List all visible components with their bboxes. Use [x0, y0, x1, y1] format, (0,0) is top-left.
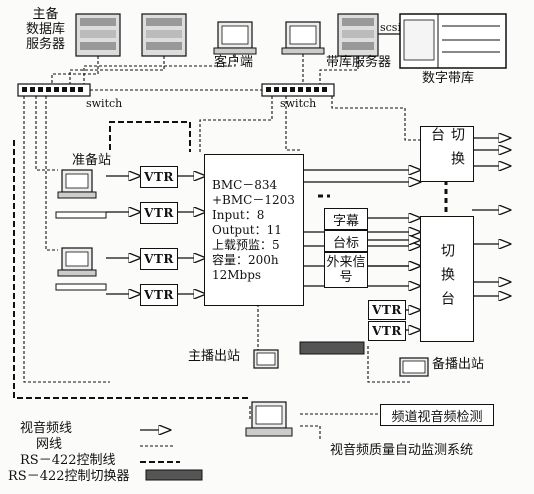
vtr-box-2: VTR — [140, 202, 178, 224]
bmc-line-1: BMC－834 — [212, 178, 278, 192]
switch-right-label: switch — [280, 97, 317, 110]
channel-monitor-box: 频道视音频检测 — [380, 404, 494, 426]
lower-switcher-label: 切换台 — [439, 243, 455, 315]
scsi-label: scsi — [380, 21, 401, 34]
bmc-line-6: 容量：200h — [212, 253, 279, 267]
station-logo-box: 台标 — [324, 230, 368, 252]
monitor-station-pc-icon — [245, 401, 293, 437]
switch-left-icon — [17, 83, 91, 97]
legend-rs422-line-label: RS－422控制线 — [20, 453, 116, 468]
main-playout-pc-icon — [253, 349, 279, 369]
vtr-box-6: VTR — [368, 321, 406, 341]
upper-switcher-label: 切换台 — [429, 127, 465, 175]
bmc-line-7: 12Mbps — [212, 268, 262, 282]
av-monitor-system-label: 视音频质量自动监测系统 — [330, 443, 474, 458]
vtr-box-4: VTR — [140, 284, 178, 306]
backup-playout-pc-icon — [399, 357, 429, 377]
legend-av-line-label: 视音频线 — [20, 421, 73, 436]
vtr-box-3: VTR — [140, 248, 178, 270]
bmc-line-3: Input：8 — [212, 208, 265, 222]
primary-server-rack-icon — [75, 13, 121, 57]
client-label: 客户端 — [214, 55, 254, 70]
bmc-line-5: 上载预监：5 — [212, 238, 280, 252]
legend-rs422-switcher-label: RS－422控制切换器 — [8, 469, 130, 484]
external-signal-box: 外来信号 — [324, 252, 368, 288]
switch-right-icon — [261, 83, 335, 97]
tape-server-rack-icon — [337, 13, 379, 57]
bmc-spec-text: BMC－834 +BMC－1203 Input：8 Output：11 上载预监… — [212, 178, 302, 283]
prep-station-pc-1-icon — [55, 169, 107, 219]
client-computer-icon — [213, 21, 257, 55]
vtr-box-5: VTR — [368, 300, 406, 320]
upper-switcher-box: 切换台 — [420, 126, 474, 182]
subtitle-box: 字幕 — [324, 208, 368, 230]
prep-station-label: 准备站 — [72, 153, 112, 168]
bmc-line-2: +BMC－1203 — [212, 193, 295, 207]
workstation-computer-icon — [281, 21, 325, 55]
lower-switcher-box: 切换台 — [420, 216, 474, 342]
bmc-line-4: Output：11 — [212, 223, 282, 237]
primary-server-label: 主备 数据库 服务器 — [26, 7, 66, 52]
prep-station-pc-2-icon — [55, 247, 107, 291]
backup-playout-label: 备播出站 — [432, 357, 485, 372]
rs422-control-switcher-device-icon — [299, 341, 365, 355]
tape-server-label: 带库服务器 — [326, 55, 392, 70]
tape-library-icon — [399, 13, 507, 69]
vtr-box-1: VTR — [140, 166, 178, 188]
bmc-server-box — [204, 154, 304, 306]
legend-network-line-label: 网线 — [36, 437, 63, 452]
backup-server-rack-icon — [141, 13, 187, 57]
legend-rs422-switcher-symbol — [145, 469, 203, 481]
switch-left-label: switch — [86, 97, 123, 110]
main-playout-label: 主播出站 — [188, 349, 241, 364]
digital-tape-library-label: 数字带库 — [422, 71, 475, 86]
